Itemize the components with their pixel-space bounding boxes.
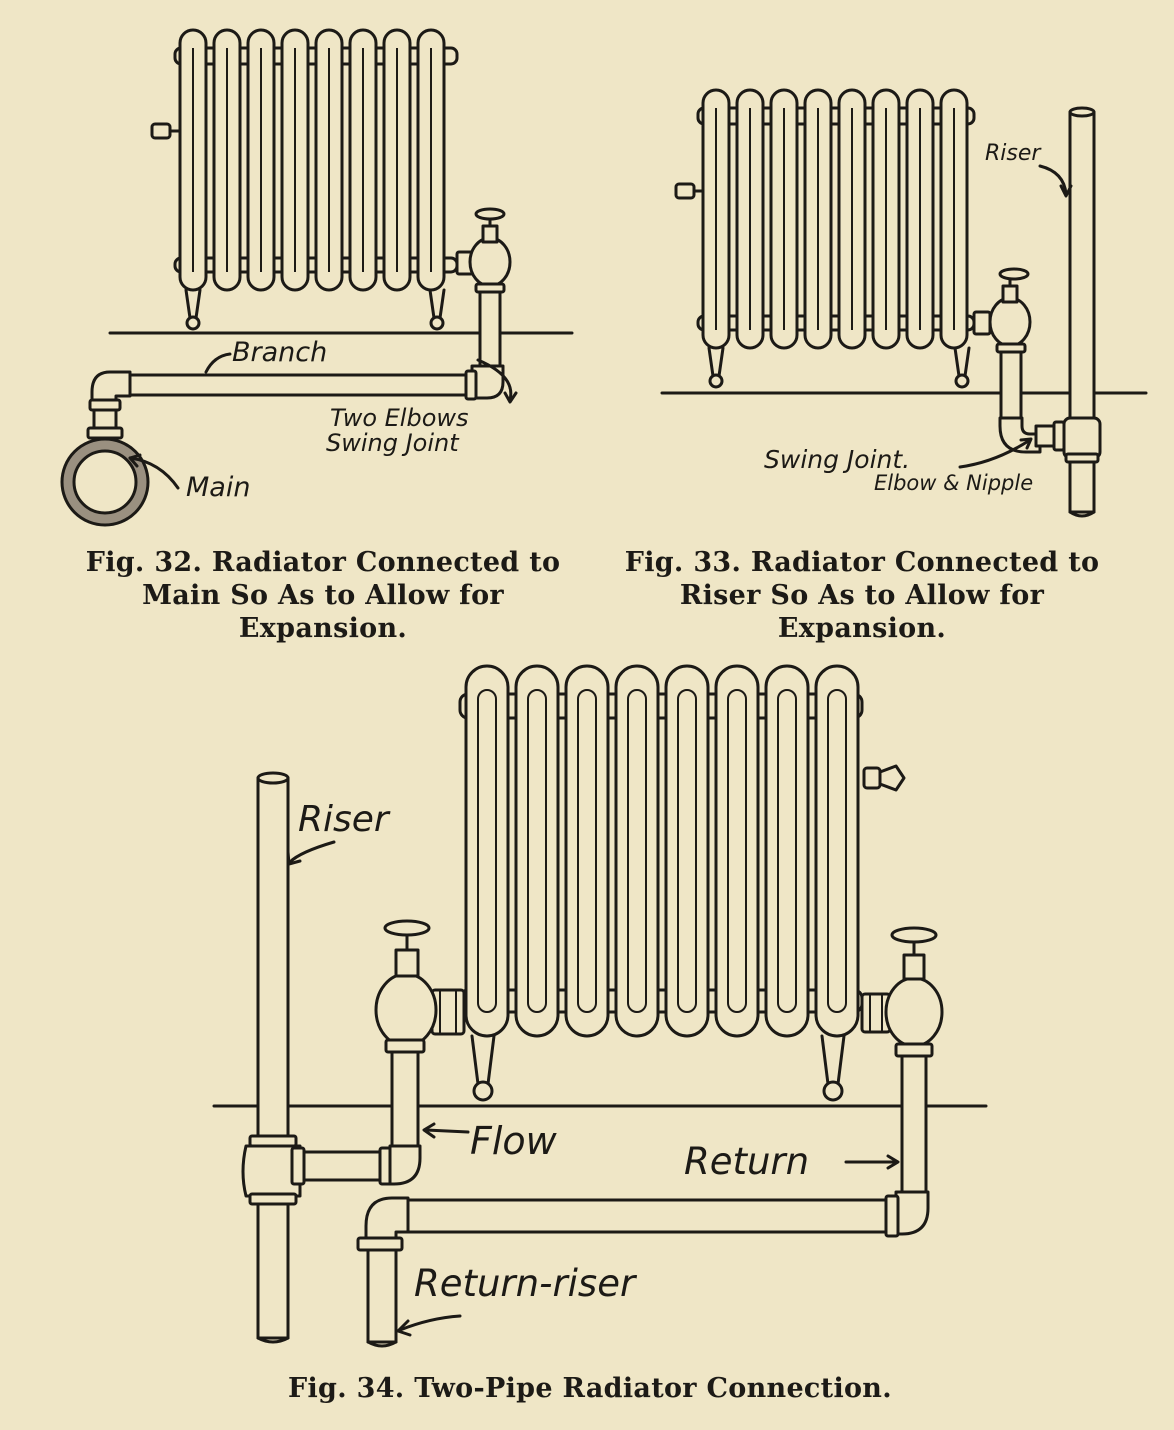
fig33-caption: Fig. 33. Radiator Connected to Riser So … [592,546,1132,645]
fig32-branch-label: Branch [232,337,327,368]
fig34-drawing: Riser Flow Return Return-riser [212,664,988,1348]
fig32-elbows-label: Two Elbows [330,404,469,432]
fig32-caption-line-2: Main So As to Allow for [142,580,504,611]
fig32-swing-joint-label: Swing Joint [326,429,460,457]
fig34-radiator [458,664,906,1102]
fig33-swing-joint-label: Swing Joint. [764,445,910,474]
fig32-valve [455,207,512,288]
fig34-riser-label: Riser [298,799,391,840]
fig33-elbow-nipple-label: Elbow & Nipple [874,471,1033,495]
fig32-caption-line-1: Fig. 32. Radiator Connected to [85,547,561,578]
fig33-caption-line-2: Riser So As to Allow for [679,580,1045,611]
fig32-label-arrows [128,352,232,490]
fig33-riser-label: Riser [985,141,1042,166]
fig34-piping [241,771,934,1348]
fig34-caption-line: Fig. 34. Two-Pipe Radiator Connection. [288,1373,892,1404]
fig34-return-valve [860,926,944,1048]
fig33-label-arrows [958,164,1073,469]
fig33-caption-line-1: Fig. 33. Radiator Connected to [624,547,1100,578]
fig33-valve [972,267,1032,348]
fig32-main-label: Main [186,472,250,503]
fig32-drawing: Branch Two Elbows Swing Joint Main [60,28,574,527]
fig34-flow-valve [374,919,466,1048]
fig34-flow-label: Flow [470,1119,558,1163]
fig33-caption-line-3: Expansion. [777,613,947,644]
fig34-return-label: Return [684,1140,809,1183]
fig32-piping [60,282,518,527]
fig32-caption: Fig. 32. Radiator Connected to Main So A… [62,546,584,645]
fig34-label-arrows [286,840,900,1337]
fig34-caption: Fig. 34. Two-Pipe Radiator Connection. [150,1372,1030,1405]
fig34-return-riser-label: Return-riser [414,1262,638,1305]
fig33-piping [995,106,1102,518]
fig33-drawing: Riser Swing Joint. Elbow & Nipple [660,88,1148,518]
fig32-radiator [150,28,459,331]
fig32-caption-line-3: Expansion. [238,613,408,644]
fig33-radiator [674,88,976,389]
